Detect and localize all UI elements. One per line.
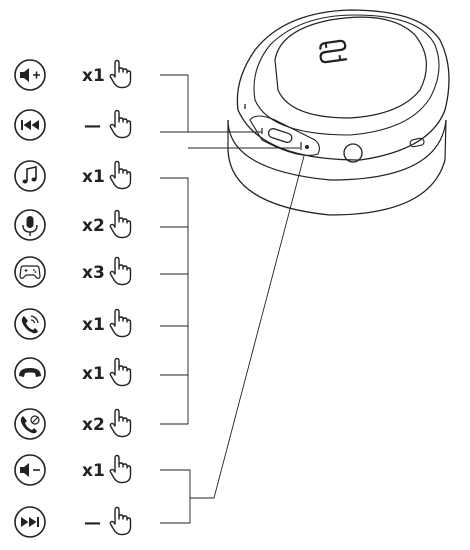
gesture-label: x1 [82, 364, 105, 384]
reject-call-icon [14, 408, 46, 440]
end-call-icon [14, 357, 46, 389]
tap-hand-icon [109, 357, 132, 387]
gesture-label: x1 [82, 167, 105, 187]
gesture-label: x1 [82, 315, 105, 335]
tap-hand-icon [109, 209, 132, 239]
next-track-icon [14, 506, 46, 538]
gesture-label: x3 [82, 263, 105, 283]
headphone-earcup [227, 9, 450, 216]
volume-rocker-button[interactable] [267, 128, 293, 144]
row-volume-up: x1 [14, 59, 132, 91]
row-answer-call: x1 [14, 308, 132, 340]
row-end-call: x1 [14, 357, 132, 389]
connector-next-track [160, 498, 191, 524]
row-game-mode: x3 [14, 256, 132, 288]
gesture-label: x1 [82, 461, 105, 481]
earcup-shell-rim [253, 14, 440, 136]
music-note-icon [14, 160, 46, 192]
row-next-track: — [14, 506, 132, 538]
charging-port [409, 137, 425, 148]
gamepad-icon [14, 256, 46, 288]
tap-hand-icon [109, 59, 132, 89]
tap-hand-icon [109, 160, 132, 190]
earcup-side-right [444, 119, 447, 161]
microphone-icon [14, 209, 46, 241]
tap-hand-icon [109, 408, 132, 438]
earcup-cushion-outline [227, 149, 446, 216]
brand-logo-icon [319, 39, 348, 64]
row-voice-assistant: x2 [14, 209, 132, 241]
connector-multifunction-bracket [160, 177, 189, 425]
control-button-dot[interactable] [305, 145, 309, 149]
press-hand-icon [109, 109, 132, 139]
tap-hand-icon [109, 454, 132, 484]
connector-multifunction-ticks [160, 226, 188, 376]
control-panel [244, 104, 425, 163]
gesture-label: x2 [82, 415, 105, 435]
row-volume-down: x1 [14, 454, 132, 486]
gesture-label: — [84, 513, 101, 533]
press-hand-icon [109, 506, 132, 536]
previous-track-icon [14, 109, 46, 141]
earcup-cap [274, 16, 427, 119]
answer-call-icon [14, 308, 46, 340]
connector-volume-up [160, 74, 262, 133]
tap-hand-icon [109, 308, 132, 338]
gesture-label: — [84, 116, 101, 136]
row-music-play-pause: x1 [14, 160, 132, 192]
row-reject-call: x2 [14, 408, 132, 440]
gesture-label: x2 [82, 216, 105, 236]
row-previous-track: — [14, 109, 132, 141]
volume-up-icon [14, 59, 46, 91]
multifunction-button[interactable] [343, 143, 363, 163]
connector-volume-down [160, 155, 305, 499]
control-panel-frame [249, 115, 321, 156]
volume-down-icon [14, 454, 46, 486]
tap-hand-icon [109, 256, 132, 286]
earcup-cushion-seam [227, 119, 447, 181]
connector-lines [160, 74, 305, 524]
earcup-shell [236, 9, 450, 161]
gesture-label: x1 [82, 66, 105, 86]
